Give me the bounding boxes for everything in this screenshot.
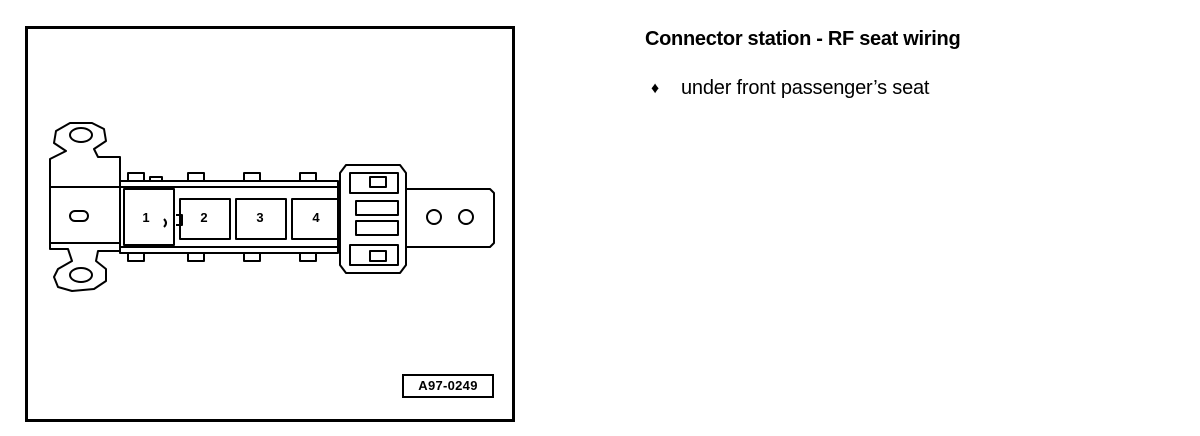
figure-code-label: A97-0249	[402, 374, 494, 398]
pin-label-2: 2	[200, 210, 207, 225]
section-title: Connector station - RF seat wiring	[645, 28, 961, 50]
connector-illustration-panel: 1 2 3 4 A97-0249	[25, 26, 515, 422]
location-bullet: ♦ under front passenger’s seat	[645, 77, 1185, 100]
pin-label-1: 1	[142, 210, 149, 225]
description-panel: Connector station - RF seat wiring ♦ und…	[645, 28, 1185, 100]
connector-housing	[119, 172, 339, 262]
diamond-bullet-icon: ♦	[651, 79, 659, 97]
connector-station-drawing: 1 2 3 4	[49, 122, 495, 292]
location-text: under front passenger’s seat	[681, 77, 930, 99]
plug-lock	[339, 164, 407, 274]
mounting-bracket	[49, 122, 121, 292]
pin-label-3: 3	[256, 210, 263, 225]
mounting-tab	[406, 188, 495, 248]
pin-label-4: 4	[312, 210, 320, 225]
